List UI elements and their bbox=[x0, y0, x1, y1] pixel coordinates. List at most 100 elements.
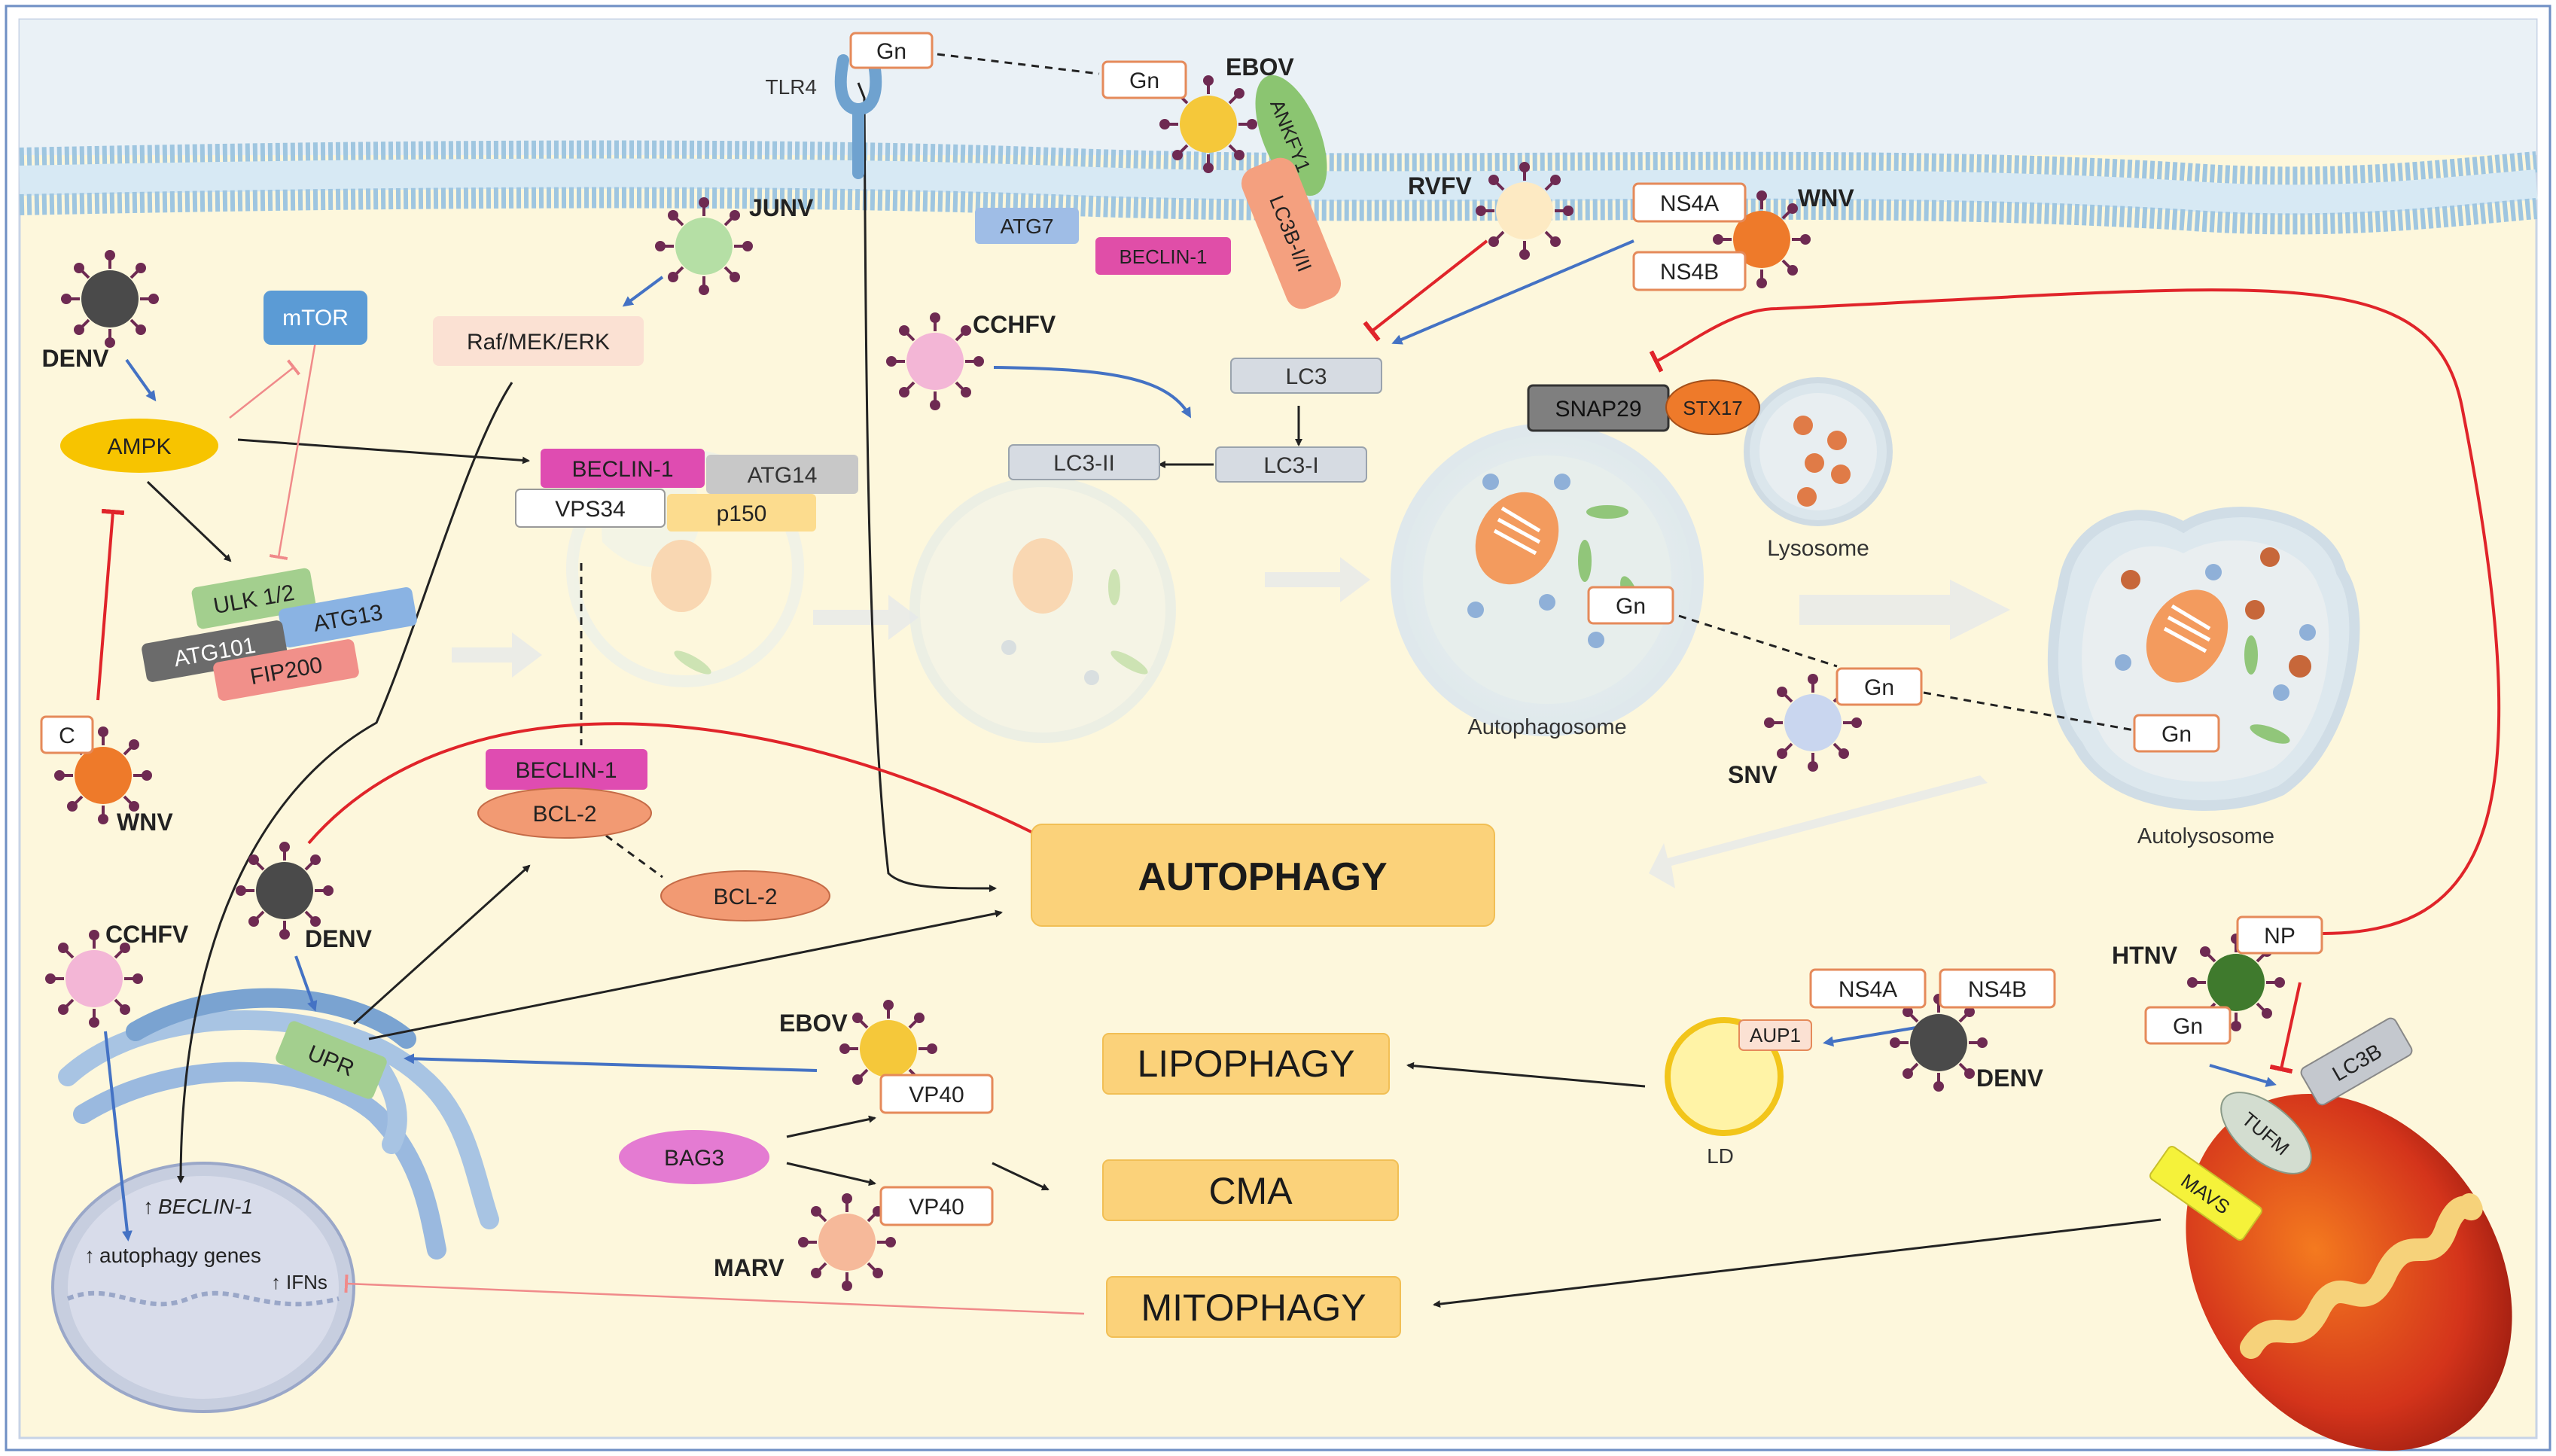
c-protein: C bbox=[59, 723, 75, 748]
red-inhibitions bbox=[96, 239, 2501, 1074]
virus-marv bbox=[798, 1193, 896, 1291]
raf-mek-erk-label: Raf/MEK/ERK bbox=[467, 330, 610, 355]
gn-autophagosome: Gn bbox=[1616, 594, 1646, 619]
autophagosome-faded bbox=[909, 477, 1176, 743]
autolysosome bbox=[2047, 507, 2360, 811]
virus-denv-right bbox=[1890, 994, 1988, 1092]
virus-label-denv-right: DENV bbox=[1976, 1065, 2044, 1092]
bcl2-free-label: BCL-2 bbox=[713, 885, 777, 909]
autolysosome-label: Autolysosome bbox=[2137, 824, 2274, 848]
snap29-label: SNAP29 bbox=[1555, 397, 1641, 422]
lc3b-box bbox=[2300, 1017, 2413, 1106]
aup1-box bbox=[1738, 1019, 1812, 1051]
virus-label-marv: MARV bbox=[714, 1254, 784, 1281]
virus-label-ebov-mid: EBOV bbox=[779, 1010, 848, 1037]
bag3-label: BAG3 bbox=[664, 1146, 724, 1171]
beclin1-top-box bbox=[1095, 237, 1231, 275]
autophagosome bbox=[1391, 423, 1704, 736]
virus-denv-top bbox=[61, 250, 159, 348]
black-arrows bbox=[146, 82, 2161, 1308]
vps34-box bbox=[515, 489, 666, 528]
pathway-arrows-faded bbox=[452, 557, 2010, 888]
atg7-box bbox=[975, 208, 1079, 244]
lc3-box bbox=[1230, 358, 1382, 394]
mitophagy-box bbox=[1106, 1276, 1401, 1338]
membrane-outer bbox=[19, 140, 2538, 188]
virus-denv-mid bbox=[236, 842, 334, 940]
mitochondrion bbox=[2186, 1094, 2512, 1451]
lc3-ii-label: LC3-II bbox=[1053, 451, 1115, 476]
atg13-box bbox=[279, 587, 417, 647]
tufm-ellipse bbox=[2220, 1092, 2312, 1174]
beclin1-bcl2-label: BECLIN-1 bbox=[515, 758, 617, 783]
cma-label: CMA bbox=[1208, 1170, 1293, 1212]
atg14-box bbox=[706, 455, 858, 494]
lipophagy-box bbox=[1102, 1033, 1390, 1095]
blue-arrows bbox=[104, 239, 2277, 1241]
tlr4-receptor bbox=[834, 54, 882, 179]
atg7-label: ATG7 bbox=[1000, 215, 1053, 238]
bcl2-bound-label: BCL-2 bbox=[532, 802, 596, 827]
gn-snv: Gn bbox=[1864, 675, 1894, 700]
virus-ebov-top bbox=[1159, 75, 1257, 173]
membrane-inner bbox=[19, 187, 2538, 235]
virus-label-junv: JUNV bbox=[749, 194, 814, 221]
viral-protein-boxes bbox=[40, 32, 2323, 1226]
stx17-label: STX17 bbox=[1683, 397, 1743, 419]
membrane-core bbox=[19, 158, 2538, 215]
lc3-i-label: LC3-I bbox=[1263, 453, 1318, 478]
virus-label-wnv-left: WNV bbox=[117, 809, 173, 836]
nucleus-ifns: IFNs bbox=[286, 1271, 327, 1293]
virus-cchfv-mid bbox=[886, 312, 984, 410]
mtor-box bbox=[264, 291, 367, 345]
bcl2-bound-ellipse bbox=[477, 787, 652, 839]
np-protein: NP bbox=[2264, 924, 2296, 949]
lc3-label: LC3 bbox=[1285, 364, 1327, 389]
nucleus-ifns-up-arrow: ↑ bbox=[271, 1271, 281, 1293]
virus-label-denv-top: DENV bbox=[42, 345, 110, 372]
ns4b-top: NS4B bbox=[1660, 260, 1719, 285]
lc3-i-box bbox=[1215, 446, 1367, 483]
bcl2-free-ellipse bbox=[660, 870, 830, 921]
stx17-ellipse bbox=[1665, 379, 1760, 435]
bag3-ellipse bbox=[619, 1130, 769, 1184]
virus-cchfv-left bbox=[45, 930, 143, 1028]
upr-box bbox=[276, 1021, 387, 1099]
virus-label-wnv-top: WNV bbox=[1798, 184, 1854, 212]
virus-junv bbox=[655, 197, 753, 295]
virus-label-rvfv: RVFV bbox=[1408, 172, 1472, 200]
cma-box bbox=[1102, 1159, 1399, 1221]
gn-tlr4: Gn bbox=[876, 39, 906, 64]
gn-autolysosome: Gn bbox=[2161, 722, 2192, 747]
gn-ebov: Gn bbox=[1129, 69, 1159, 93]
virus-snv bbox=[1764, 674, 1862, 772]
vps34-label: VPS34 bbox=[555, 497, 625, 522]
vp40-marv: VP40 bbox=[909, 1195, 964, 1220]
atg101-box bbox=[142, 620, 288, 682]
atg14-label: ATG14 bbox=[748, 463, 818, 488]
gn-htnv: Gn bbox=[2173, 1014, 2203, 1039]
beclin1-complex-box bbox=[541, 449, 705, 488]
p150-label: p150 bbox=[717, 501, 767, 526]
nucleus-autophagy-genes: autophagy genes bbox=[99, 1244, 261, 1267]
lc3b-i-ii-box bbox=[1241, 157, 1342, 309]
ankfy1-ellipse bbox=[1255, 75, 1327, 196]
beclin1-complex-label: BECLIN-1 bbox=[571, 457, 673, 482]
raf-mek-erk-box bbox=[433, 316, 644, 366]
virus-label-cchfv-left: CCHFV bbox=[105, 921, 189, 948]
ns4a-bottom: NS4A bbox=[1839, 977, 1897, 1002]
autophagy-label: AUTOPHAGY bbox=[1138, 855, 1387, 899]
ns4a-top: NS4A bbox=[1660, 191, 1719, 216]
virus-label-cchfv-mid: CCHFV bbox=[973, 311, 1056, 338]
tlr4-label: TLR4 bbox=[766, 75, 817, 99]
beclin1-top-label: BECLIN-1 bbox=[1119, 245, 1207, 268]
virus-label-denv-mid: DENV bbox=[305, 925, 373, 952]
nucleus-autophagy-up-arrow: ↑ bbox=[84, 1244, 95, 1267]
fip200-box bbox=[213, 639, 359, 701]
mavs-box bbox=[2149, 1146, 2262, 1241]
dashed-connections bbox=[580, 53, 2135, 879]
vp40-ebov: VP40 bbox=[909, 1083, 964, 1107]
lysosome bbox=[1744, 377, 1893, 526]
ampk-label: AMPK bbox=[107, 434, 171, 459]
mitophagy-label: MITOPHAGY bbox=[1141, 1287, 1366, 1329]
